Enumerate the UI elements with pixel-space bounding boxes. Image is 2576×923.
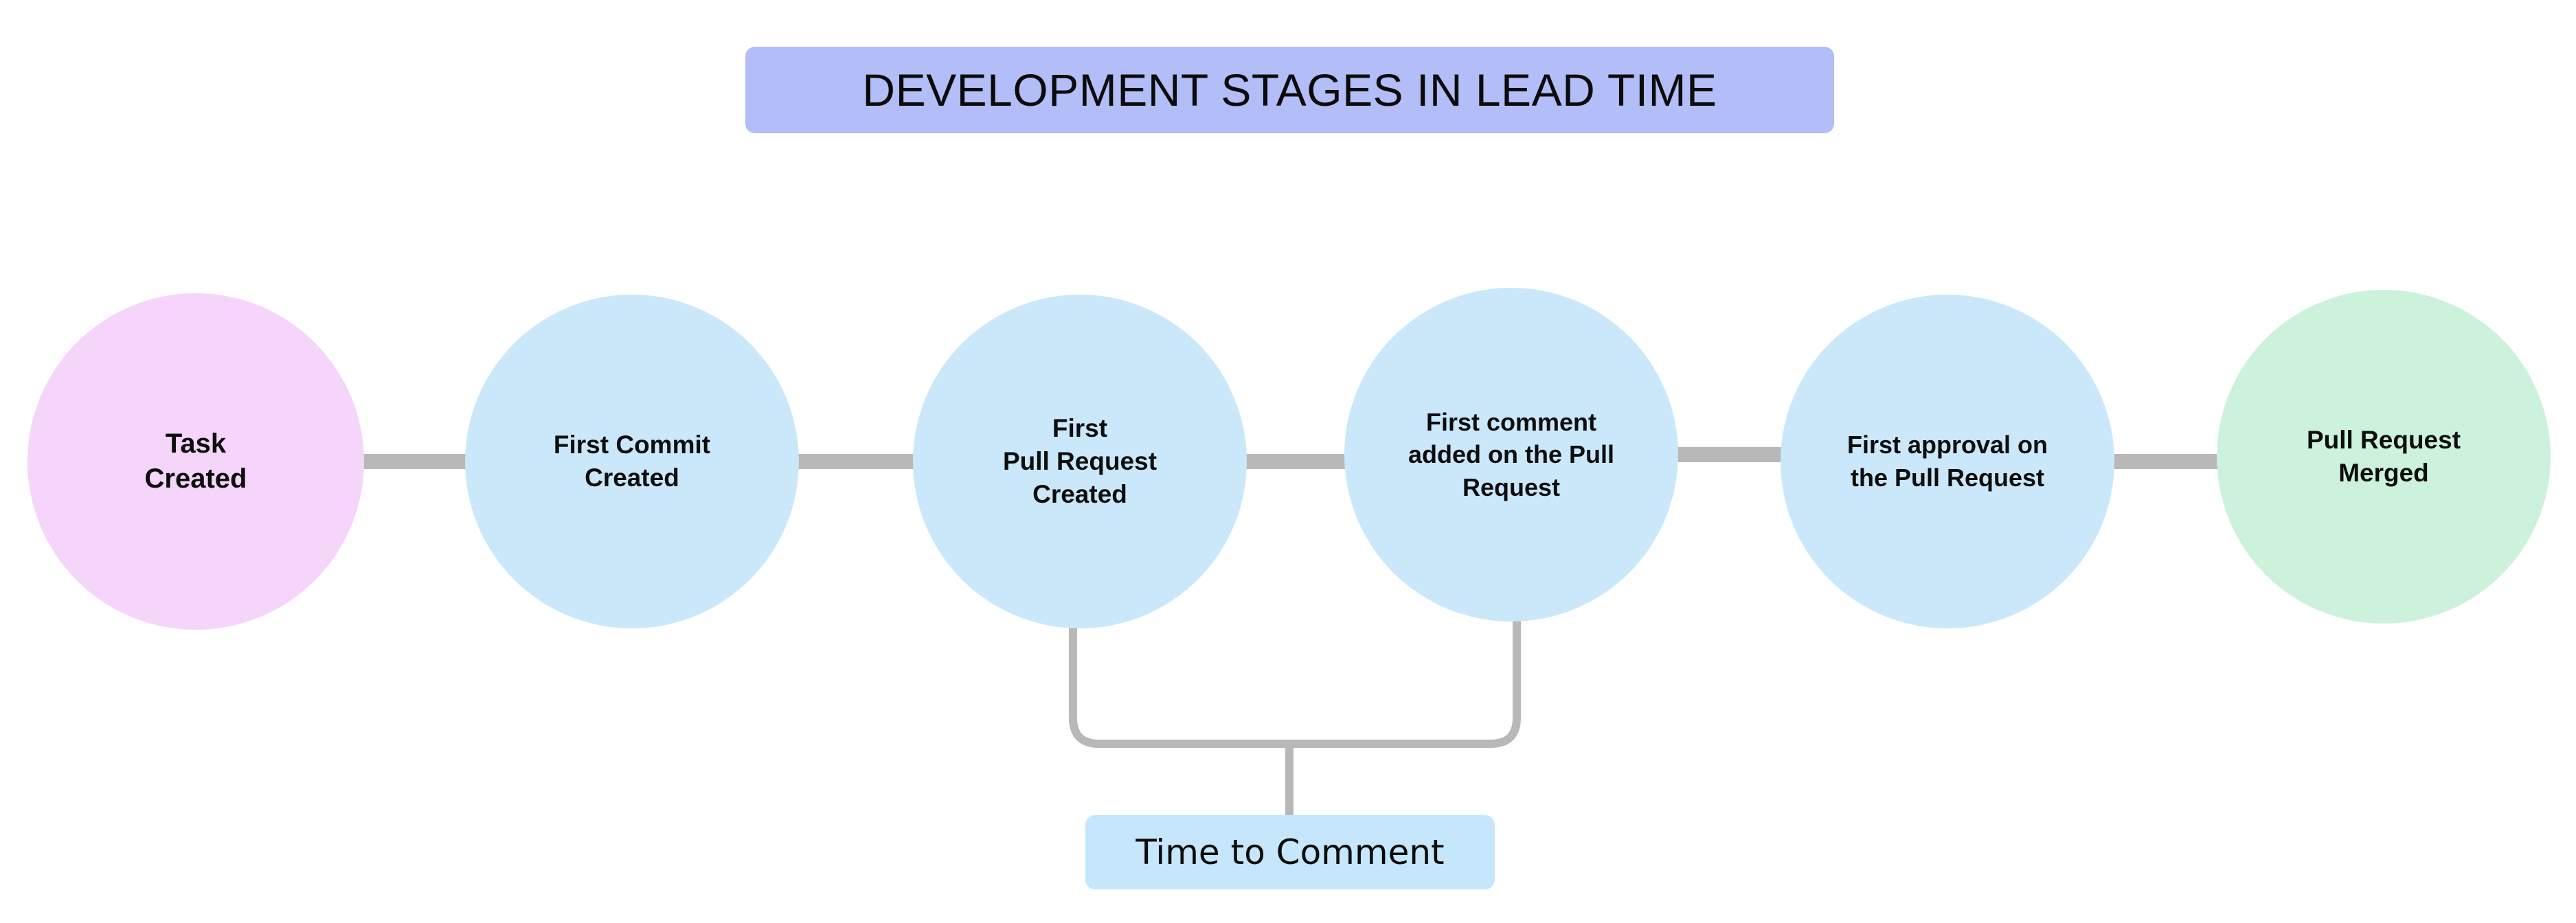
stage-node-first-comment-added-on-pull-request[interactable]: First comment added on the Pull Request — [1344, 288, 1678, 622]
diagram-title-banner: DEVELOPMENT STAGES IN LEAD TIME — [745, 47, 1834, 133]
page-title: DEVELOPMENT STAGES IN LEAD TIME — [862, 65, 1717, 115]
stage-label-first-commit-created: First Commit Created — [553, 430, 711, 492]
stage-node-first-pull-request-created[interactable]: First Pull Request Created — [913, 295, 1247, 628]
bracket-right-branch — [1289, 619, 1521, 748]
bracket-left-branch — [1069, 626, 1289, 748]
stage-label-first-pull-request-created: First Pull Request Created — [1002, 413, 1157, 509]
metric-label-text: Time to Comment — [1136, 832, 1445, 872]
stage-node-pull-request-merged[interactable]: Pull Request Merged — [2217, 290, 2551, 624]
stage-node-first-commit-created[interactable]: First Commit Created — [465, 295, 799, 628]
stage-label-first-comment-added-on-pull-request: First comment added on the Pull Request — [1408, 407, 1614, 501]
stage-node-task-created[interactable]: Task Created — [27, 293, 364, 630]
stage-node-first-approval-on-pull-request[interactable]: First approval on the Pull Request — [1781, 295, 2114, 628]
stage-label-first-approval-on-pull-request: First approval on the Pull Request — [1846, 431, 2048, 492]
stage-label-pull-request-merged: Pull Request Merged — [2306, 425, 2461, 487]
metric-label-time-to-comment[interactable]: Time to Comment — [1085, 815, 1495, 889]
stage-label-task-created: Task Created — [144, 428, 247, 494]
